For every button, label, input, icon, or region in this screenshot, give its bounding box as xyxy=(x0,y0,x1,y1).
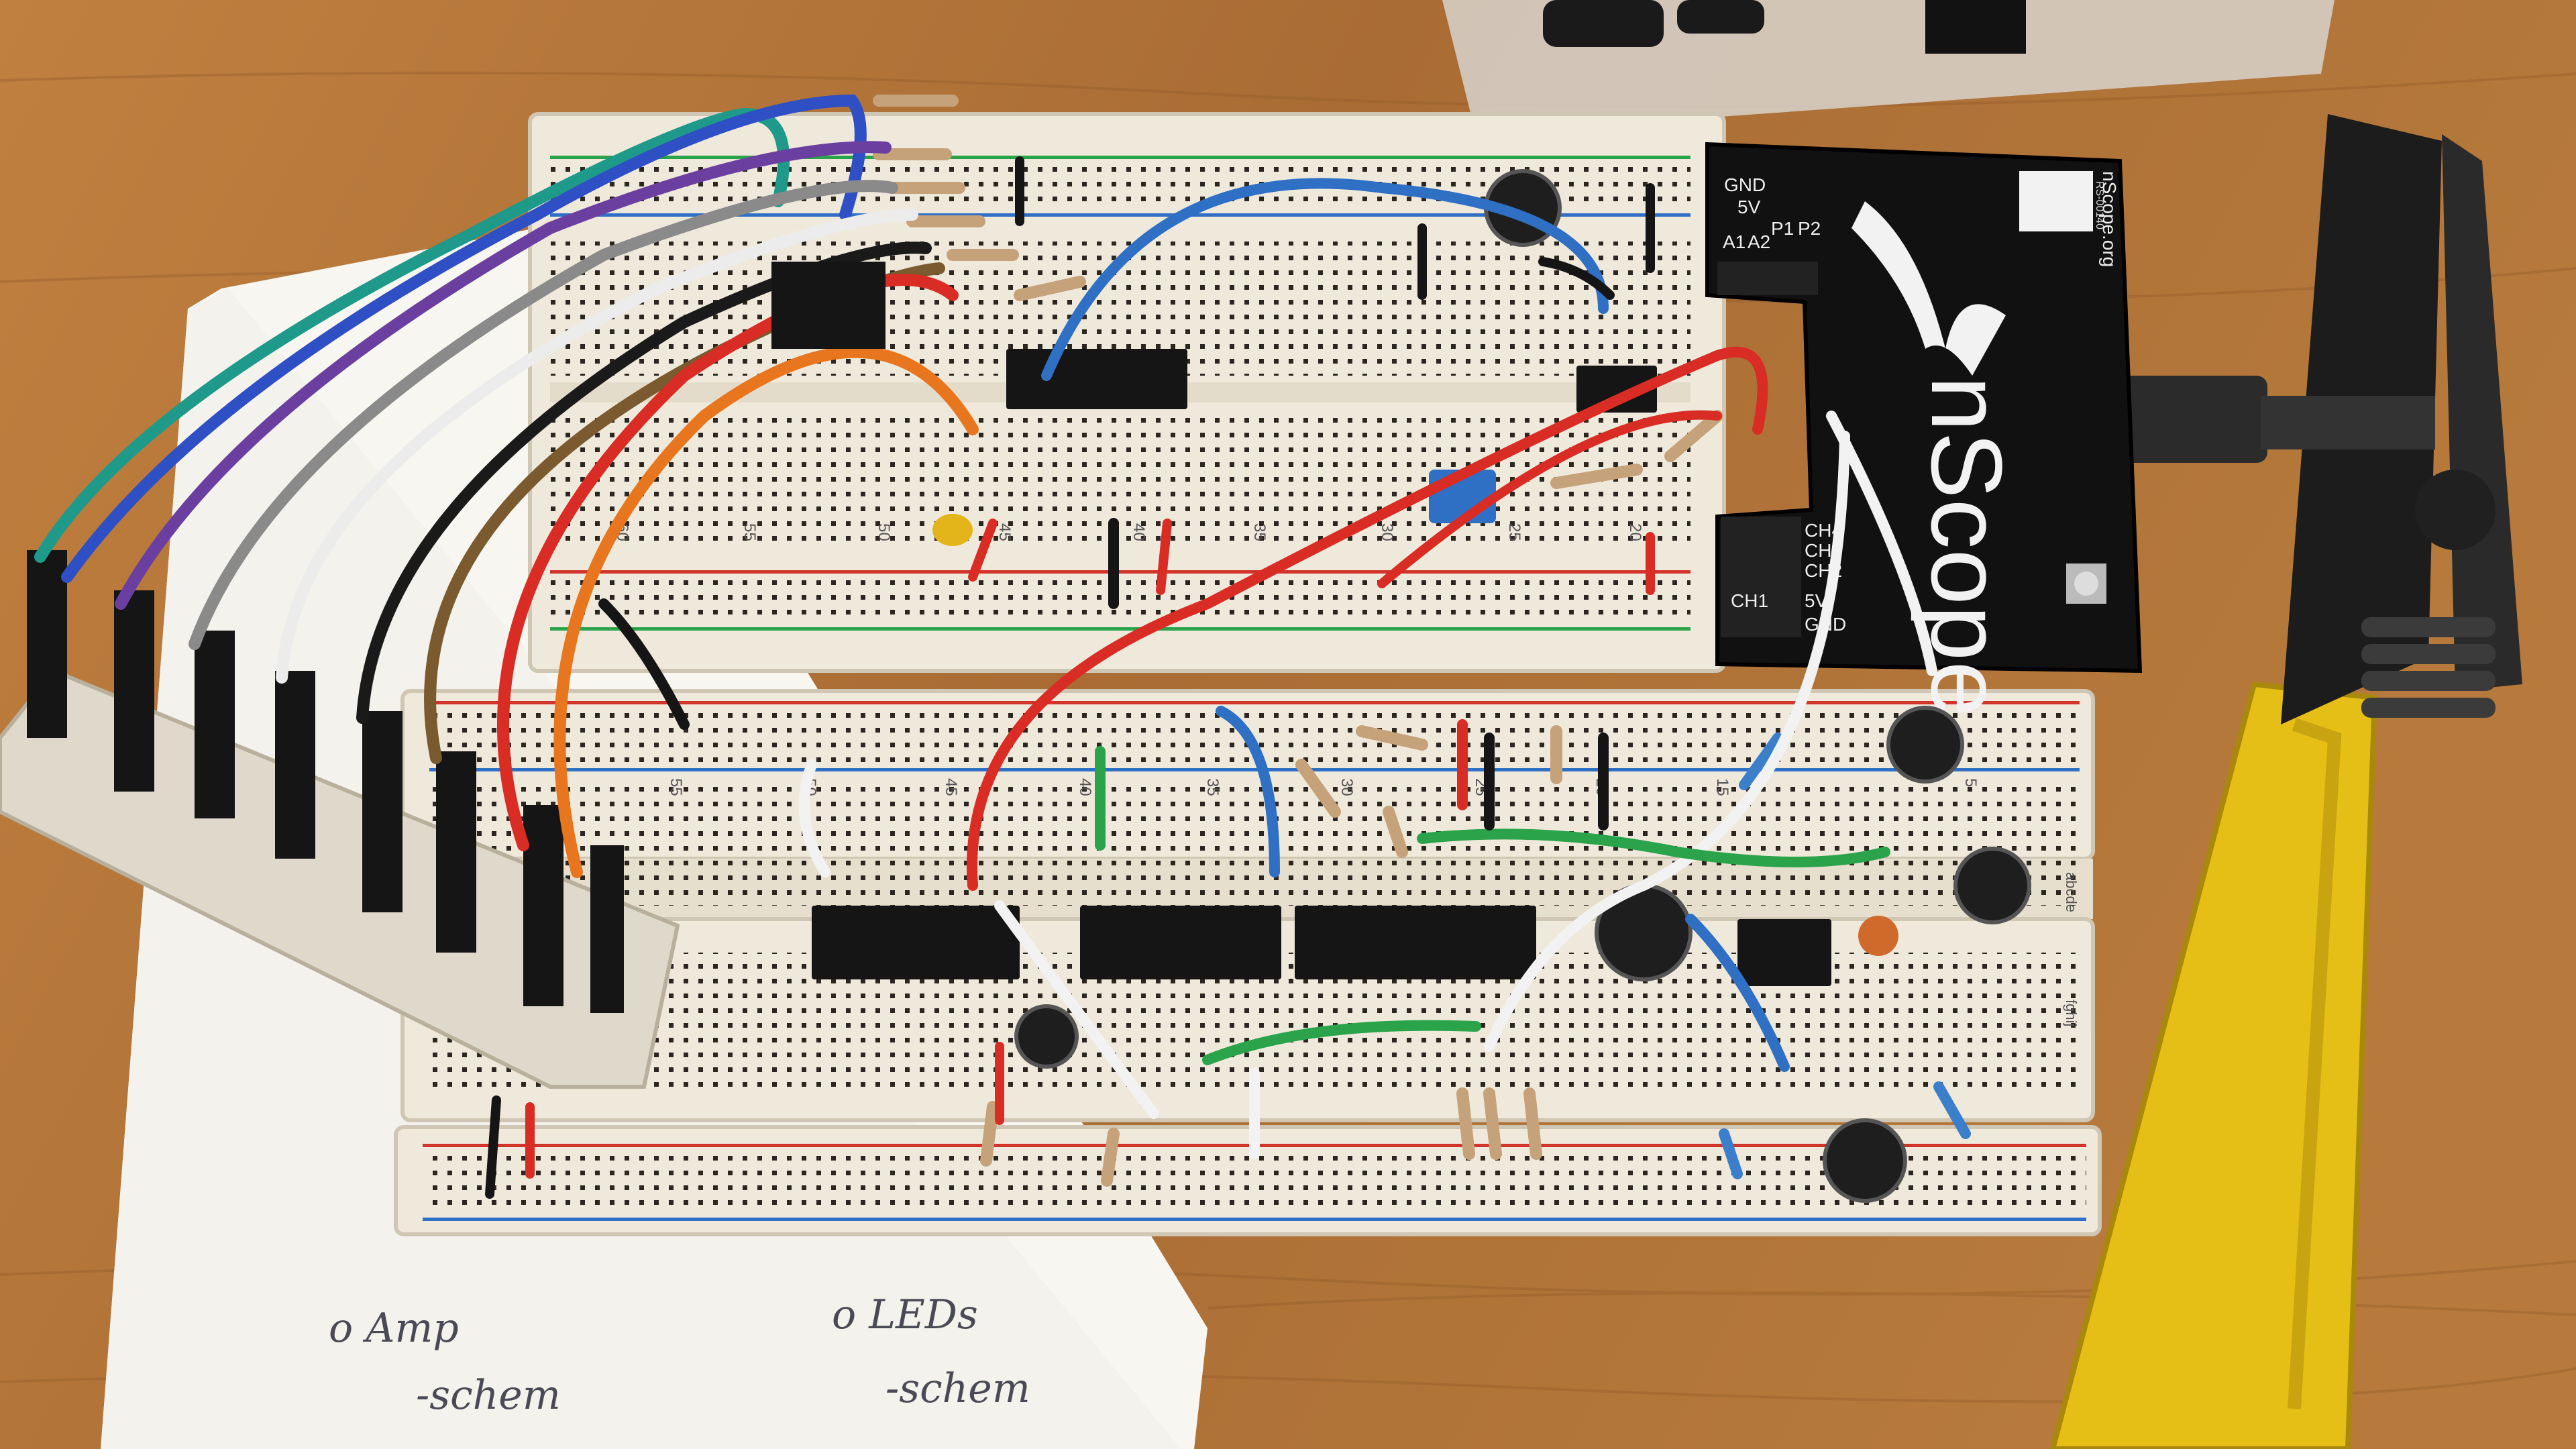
lower-column-35: 35 xyxy=(1203,778,1222,796)
nscope-serial: RS-00140 xyxy=(2094,181,2105,229)
upper-column-25: 25 xyxy=(1505,523,1523,541)
upper-column-55: 55 xyxy=(741,523,759,541)
upper-column-35: 35 xyxy=(1250,523,1269,541)
component-bag xyxy=(1442,0,2334,134)
label-ch1: CH1 xyxy=(1731,590,1768,611)
capacitor-ceramic-yellow xyxy=(932,514,973,546)
lower-column-40: 40 xyxy=(1076,778,1094,796)
jumper-wires xyxy=(485,156,1937,1199)
upper-column-45: 45 xyxy=(996,523,1014,541)
ic-upper-1 xyxy=(1006,349,1187,409)
nscope-side-header xyxy=(1721,517,1801,637)
note-leds: o LEDs xyxy=(832,1291,978,1338)
header-pins xyxy=(27,550,624,1013)
capacitors xyxy=(932,169,2031,1203)
capacitor-ceramic-orange xyxy=(1858,916,1898,956)
upper-column-50: 50 xyxy=(875,523,893,541)
capacitor-lower-2 xyxy=(1886,706,1964,784)
upper-column-40: 40 xyxy=(1130,523,1148,541)
label-a2: A2 xyxy=(1748,231,1770,252)
nscope-top-header xyxy=(1717,262,1818,295)
upper-column-30: 30 xyxy=(1378,523,1396,541)
nscope-url-label: nScope.org xyxy=(2099,171,2120,267)
capacitor-lower-3 xyxy=(1953,847,2031,924)
resistors xyxy=(873,95,1723,1187)
ic-lower-4 xyxy=(1737,919,1831,986)
ic-lower-3 xyxy=(1295,906,1536,979)
row-letters-bottom: fghij xyxy=(2063,1000,2080,1026)
ic-lower-1 xyxy=(812,906,1020,979)
lower-column-30: 30 xyxy=(1338,778,1356,796)
nscope-logo-mark xyxy=(1851,201,2006,376)
nscope-qr-sticker xyxy=(2019,171,2093,231)
label-p1: P1 xyxy=(1771,218,1794,239)
upper-rail-red-line xyxy=(550,156,1690,159)
note-amp: o Amp xyxy=(329,1305,459,1352)
capacitor-lower-4 xyxy=(1823,1118,1907,1203)
led-protoboard xyxy=(0,550,680,1089)
usb-cable xyxy=(2120,376,2435,463)
label-p2: P2 xyxy=(1798,218,1821,239)
label-a1: A1 xyxy=(1723,231,1746,252)
row-letters-top: abcde xyxy=(2063,872,2080,912)
long-jumper-ribbon xyxy=(34,94,979,878)
capacitor-lower-5 xyxy=(1014,1004,1079,1069)
lower-column-45: 45 xyxy=(942,778,960,796)
handwritten-notes: o Amp -schem o LEDs -schem xyxy=(329,1291,1030,1419)
note-amp-schem: -schem xyxy=(416,1372,561,1419)
label-gnd: GND xyxy=(1724,174,1766,195)
ic-upper-2 xyxy=(1576,366,1657,413)
ic-lower-2 xyxy=(1080,906,1281,979)
lower-column-55: 55 xyxy=(667,778,685,796)
note-leds-schem: -schem xyxy=(885,1365,1030,1412)
resistors-blue xyxy=(1719,733,1971,1179)
nscope-top-labels: GND 5V P2 P1 A2 A1 xyxy=(1723,174,1821,252)
label-5v-top: 5V xyxy=(1737,197,1761,217)
lower-column-5: 5 xyxy=(1962,778,1980,787)
upper-column-20: 20 xyxy=(1626,523,1644,541)
lower-column-15: 15 xyxy=(1713,778,1731,796)
